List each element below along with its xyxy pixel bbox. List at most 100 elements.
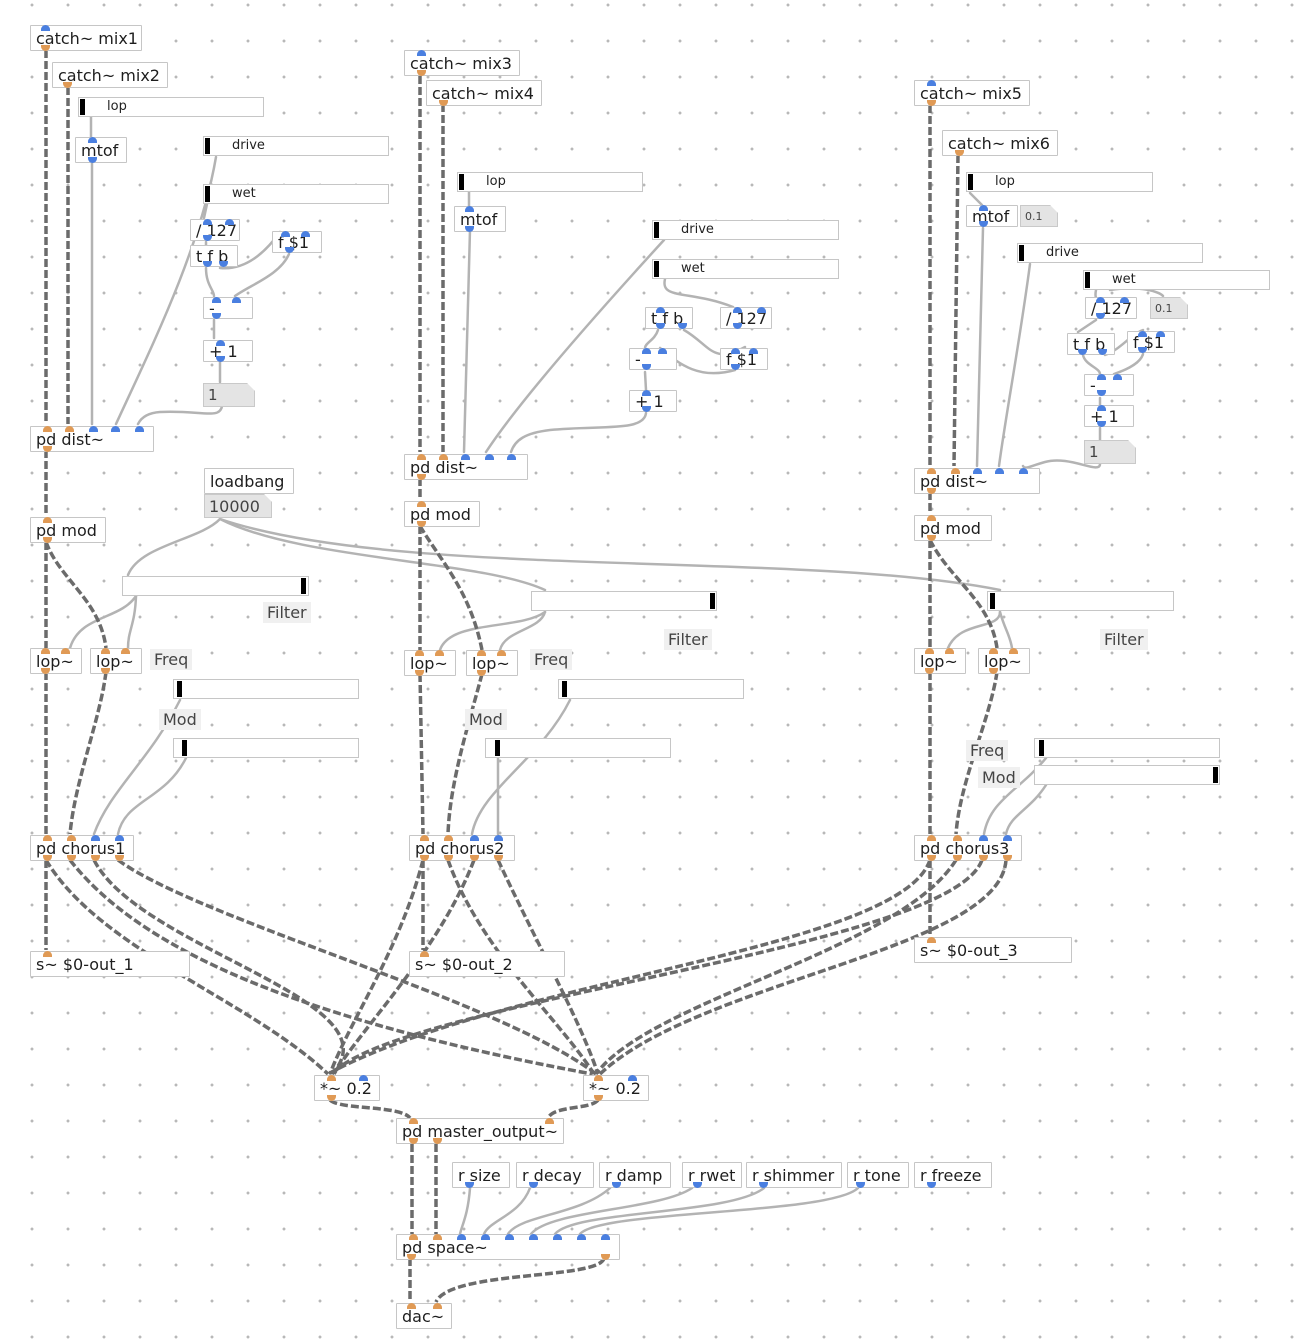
outlet[interactable]	[420, 855, 429, 861]
outlet[interactable]	[927, 1182, 936, 1188]
inlet[interactable]	[435, 650, 444, 656]
f-dollar-object[interactable]: f $1	[272, 231, 322, 253]
lop-object[interactable]: lop~	[90, 648, 142, 674]
outlet[interactable]	[1138, 347, 1147, 353]
outlet[interactable]	[63, 82, 72, 88]
inlet[interactable]	[545, 1118, 554, 1124]
inlet[interactable]	[407, 1303, 416, 1309]
outlet[interactable]	[417, 521, 426, 527]
inlet[interactable]	[89, 426, 98, 432]
outlet[interactable]	[470, 855, 479, 861]
outlet[interactable]	[433, 1138, 442, 1144]
divide-127-object[interactable]: / 127	[1085, 297, 1137, 319]
inlet[interactable]	[43, 835, 52, 841]
wet-slider[interactable]: wet	[652, 259, 839, 279]
slider-knob[interactable]	[990, 593, 995, 609]
inlet[interactable]	[327, 1075, 336, 1081]
outlet[interactable]	[327, 1095, 336, 1101]
outlet[interactable]	[955, 150, 964, 156]
outlet[interactable]	[465, 1182, 474, 1188]
pd-dist-object[interactable]: pd dist~	[914, 468, 1040, 494]
outlet[interactable]	[203, 235, 212, 241]
slider-knob[interactable]	[80, 99, 85, 115]
inlet[interactable]	[444, 835, 453, 841]
inlet[interactable]	[470, 835, 479, 841]
inlet[interactable]	[135, 426, 144, 432]
mtof-object[interactable]: mtof	[75, 137, 127, 163]
catch-mix2-object[interactable]: catch~ mix2	[52, 62, 168, 88]
inlet[interactable]	[494, 835, 503, 841]
outlet[interactable]	[642, 406, 651, 412]
inlet[interactable]	[577, 1234, 586, 1240]
outlet[interactable]	[979, 855, 988, 861]
inlet[interactable]	[925, 648, 934, 654]
dac-object[interactable]: dac~	[396, 1303, 452, 1329]
slider-knob[interactable]	[495, 740, 500, 756]
outlet[interactable]	[465, 226, 474, 232]
inlet[interactable]	[1120, 297, 1129, 303]
inlet[interactable]	[91, 835, 100, 841]
minus-object[interactable]: -	[203, 297, 253, 319]
outlet[interactable]	[1078, 349, 1087, 355]
outlet[interactable]	[115, 855, 124, 861]
slider-knob[interactable]	[459, 174, 464, 190]
outlet[interactable]	[656, 323, 665, 329]
outlet[interactable]	[759, 1182, 768, 1188]
number-box[interactable]: 1	[203, 383, 255, 407]
inlet[interactable]	[927, 468, 936, 474]
lop-object[interactable]: lop~	[30, 648, 82, 674]
outlet[interactable]	[953, 855, 962, 861]
send-out3-object[interactable]: s~ $0-out_3	[914, 937, 1072, 963]
pd-dist-object[interactable]: pd dist~	[30, 426, 154, 452]
inlet[interactable]	[121, 648, 130, 654]
outlet[interactable]	[927, 488, 936, 494]
inlet[interactable]	[415, 650, 424, 656]
number-box[interactable]: 0.1	[1020, 205, 1058, 227]
inlet[interactable]	[409, 1234, 418, 1240]
inlet[interactable]	[1009, 648, 1018, 654]
outlet[interactable]	[594, 1095, 603, 1101]
inlet[interactable]	[41, 25, 50, 31]
outlet[interactable]	[678, 323, 687, 329]
inlet[interactable]	[594, 1075, 603, 1081]
outlet[interactable]	[1097, 421, 1106, 427]
outlet[interactable]	[415, 670, 424, 676]
outlet[interactable]	[417, 474, 426, 480]
inlet[interactable]	[115, 835, 124, 841]
inlet[interactable]	[485, 454, 494, 460]
mod-slider[interactable]	[485, 738, 671, 758]
slider-knob[interactable]	[205, 138, 210, 154]
inlet[interactable]	[979, 835, 988, 841]
lop-object[interactable]: lop~	[914, 648, 966, 674]
multiply-gain-right-object[interactable]: *~ 0.2	[583, 1075, 649, 1101]
outlet[interactable]	[41, 45, 50, 51]
receive-shimmer-object[interactable]: r shimmer	[746, 1162, 842, 1188]
inlet[interactable]	[111, 426, 120, 432]
inlet[interactable]	[553, 1234, 562, 1240]
inlet[interactable]	[601, 1234, 610, 1240]
outlet[interactable]	[439, 100, 448, 106]
slider-knob[interactable]	[654, 261, 659, 277]
send-out1-object[interactable]: s~ $0-out_1	[30, 951, 190, 977]
divide-127-object[interactable]: / 127	[720, 307, 772, 329]
outlet[interactable]	[1098, 349, 1107, 355]
inlet[interactable]	[733, 307, 742, 313]
inlet[interactable]	[41, 648, 50, 654]
lop-slider[interactable]: lop	[457, 172, 643, 192]
inlet[interactable]	[1019, 468, 1028, 474]
slider-knob[interactable]	[1019, 245, 1024, 261]
slider-knob[interactable]	[1213, 767, 1218, 783]
pd-mod-object[interactable]: pd mod	[404, 501, 480, 527]
lop-object[interactable]: lop~	[404, 650, 456, 676]
outlet[interactable]	[101, 668, 110, 674]
inlet[interactable]	[749, 348, 758, 354]
outlet[interactable]	[212, 313, 221, 319]
outlet[interactable]	[43, 855, 52, 861]
number-box[interactable]: 1	[1084, 440, 1136, 464]
outlet[interactable]	[216, 356, 225, 362]
inlet[interactable]	[927, 80, 936, 86]
freq-slider[interactable]	[173, 679, 359, 699]
inlet[interactable]	[945, 648, 954, 654]
outlet[interactable]	[88, 157, 97, 163]
inlet[interactable]	[457, 1234, 466, 1240]
